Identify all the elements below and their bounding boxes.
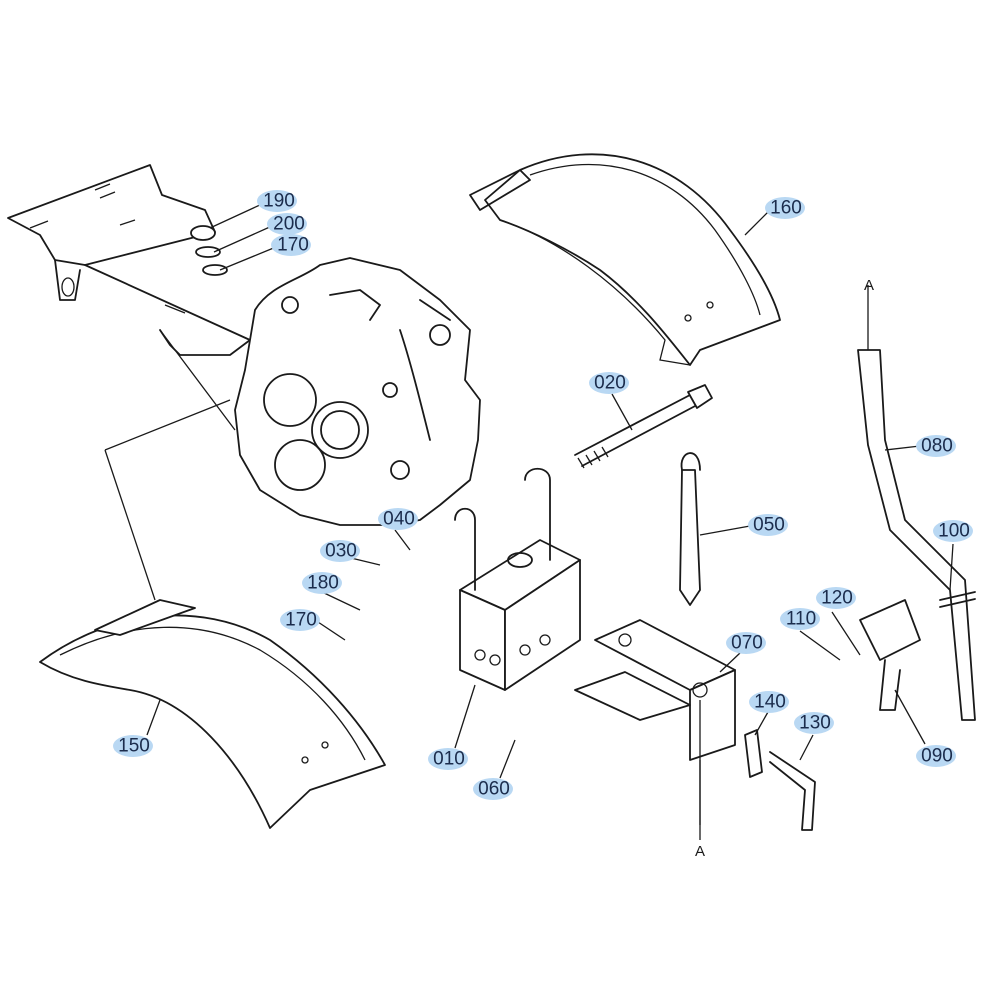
svg-text:040: 040 — [383, 509, 415, 530]
control-lever — [699, 285, 976, 840]
svg-text:150: 150 — [118, 736, 150, 757]
callout-160[interactable]: 160 — [765, 197, 805, 219]
callout-050[interactable]: 050 — [748, 514, 788, 536]
callout-120[interactable]: 120 — [816, 587, 856, 609]
mounting-bracket-plate — [7, 164, 251, 356]
svg-text:060: 060 — [478, 779, 510, 800]
callout-180[interactable]: 180 — [302, 572, 342, 594]
svg-text:080: 080 — [921, 436, 953, 457]
rear-fender-top — [469, 153, 781, 366]
swivel-block — [574, 619, 763, 825]
callout-010[interactable]: 010 — [428, 748, 468, 770]
svg-text:030: 030 — [325, 541, 357, 562]
svg-text:070: 070 — [731, 633, 763, 654]
nut-washer-stack — [190, 225, 228, 276]
svg-text:010: 010 — [433, 749, 465, 770]
reference-mark-a-bottom: A — [695, 843, 705, 860]
callout-190[interactable]: 190 — [257, 190, 297, 212]
svg-text:140: 140 — [754, 692, 786, 713]
svg-text:200: 200 — [273, 214, 305, 235]
callout-040[interactable]: 040 — [378, 508, 418, 530]
svg-text:170: 170 — [285, 610, 317, 631]
callout-020[interactable]: 020 — [589, 372, 629, 394]
svg-text:050: 050 — [753, 515, 785, 536]
callout-090[interactable]: 090 — [916, 745, 956, 767]
callout-080[interactable]: 080 — [916, 435, 956, 457]
callout-170[interactable]: 170 — [271, 234, 311, 256]
svg-text:020: 020 — [594, 373, 626, 394]
svg-text:180: 180 — [307, 573, 339, 594]
svg-text:160: 160 — [770, 198, 802, 219]
callout-200[interactable]: 200 — [267, 213, 307, 235]
callout-100[interactable]: 100 — [933, 520, 973, 542]
gearbox-housing — [234, 257, 481, 526]
callout-170-lower[interactable]: 170 — [280, 609, 320, 631]
svg-text:110: 110 — [786, 609, 816, 630]
svg-text:090: 090 — [921, 746, 953, 767]
reference-mark-a-top: A — [864, 277, 874, 294]
leader-lines — [104, 203, 954, 779]
svg-text:100: 100 — [938, 521, 970, 542]
callout-150[interactable]: 150 — [113, 735, 153, 757]
callout-140[interactable]: 140 — [749, 691, 789, 713]
callout-110[interactable]: 110 — [780, 608, 820, 630]
callout-060[interactable]: 060 — [473, 778, 513, 800]
svg-text:130: 130 — [799, 713, 831, 734]
hitch-pin — [679, 452, 701, 606]
lock-handle — [769, 751, 816, 831]
svg-text:120: 120 — [821, 588, 853, 609]
callout-130[interactable]: 130 — [794, 712, 834, 734]
svg-text:170: 170 — [277, 235, 309, 256]
svg-text:190: 190 — [263, 191, 295, 212]
long-bolt — [574, 384, 713, 469]
hitch-bracket — [454, 467, 581, 691]
rear-fender-bottom — [39, 599, 386, 829]
callout-030[interactable]: 030 — [320, 540, 360, 562]
callout-070[interactable]: 070 — [726, 632, 766, 654]
